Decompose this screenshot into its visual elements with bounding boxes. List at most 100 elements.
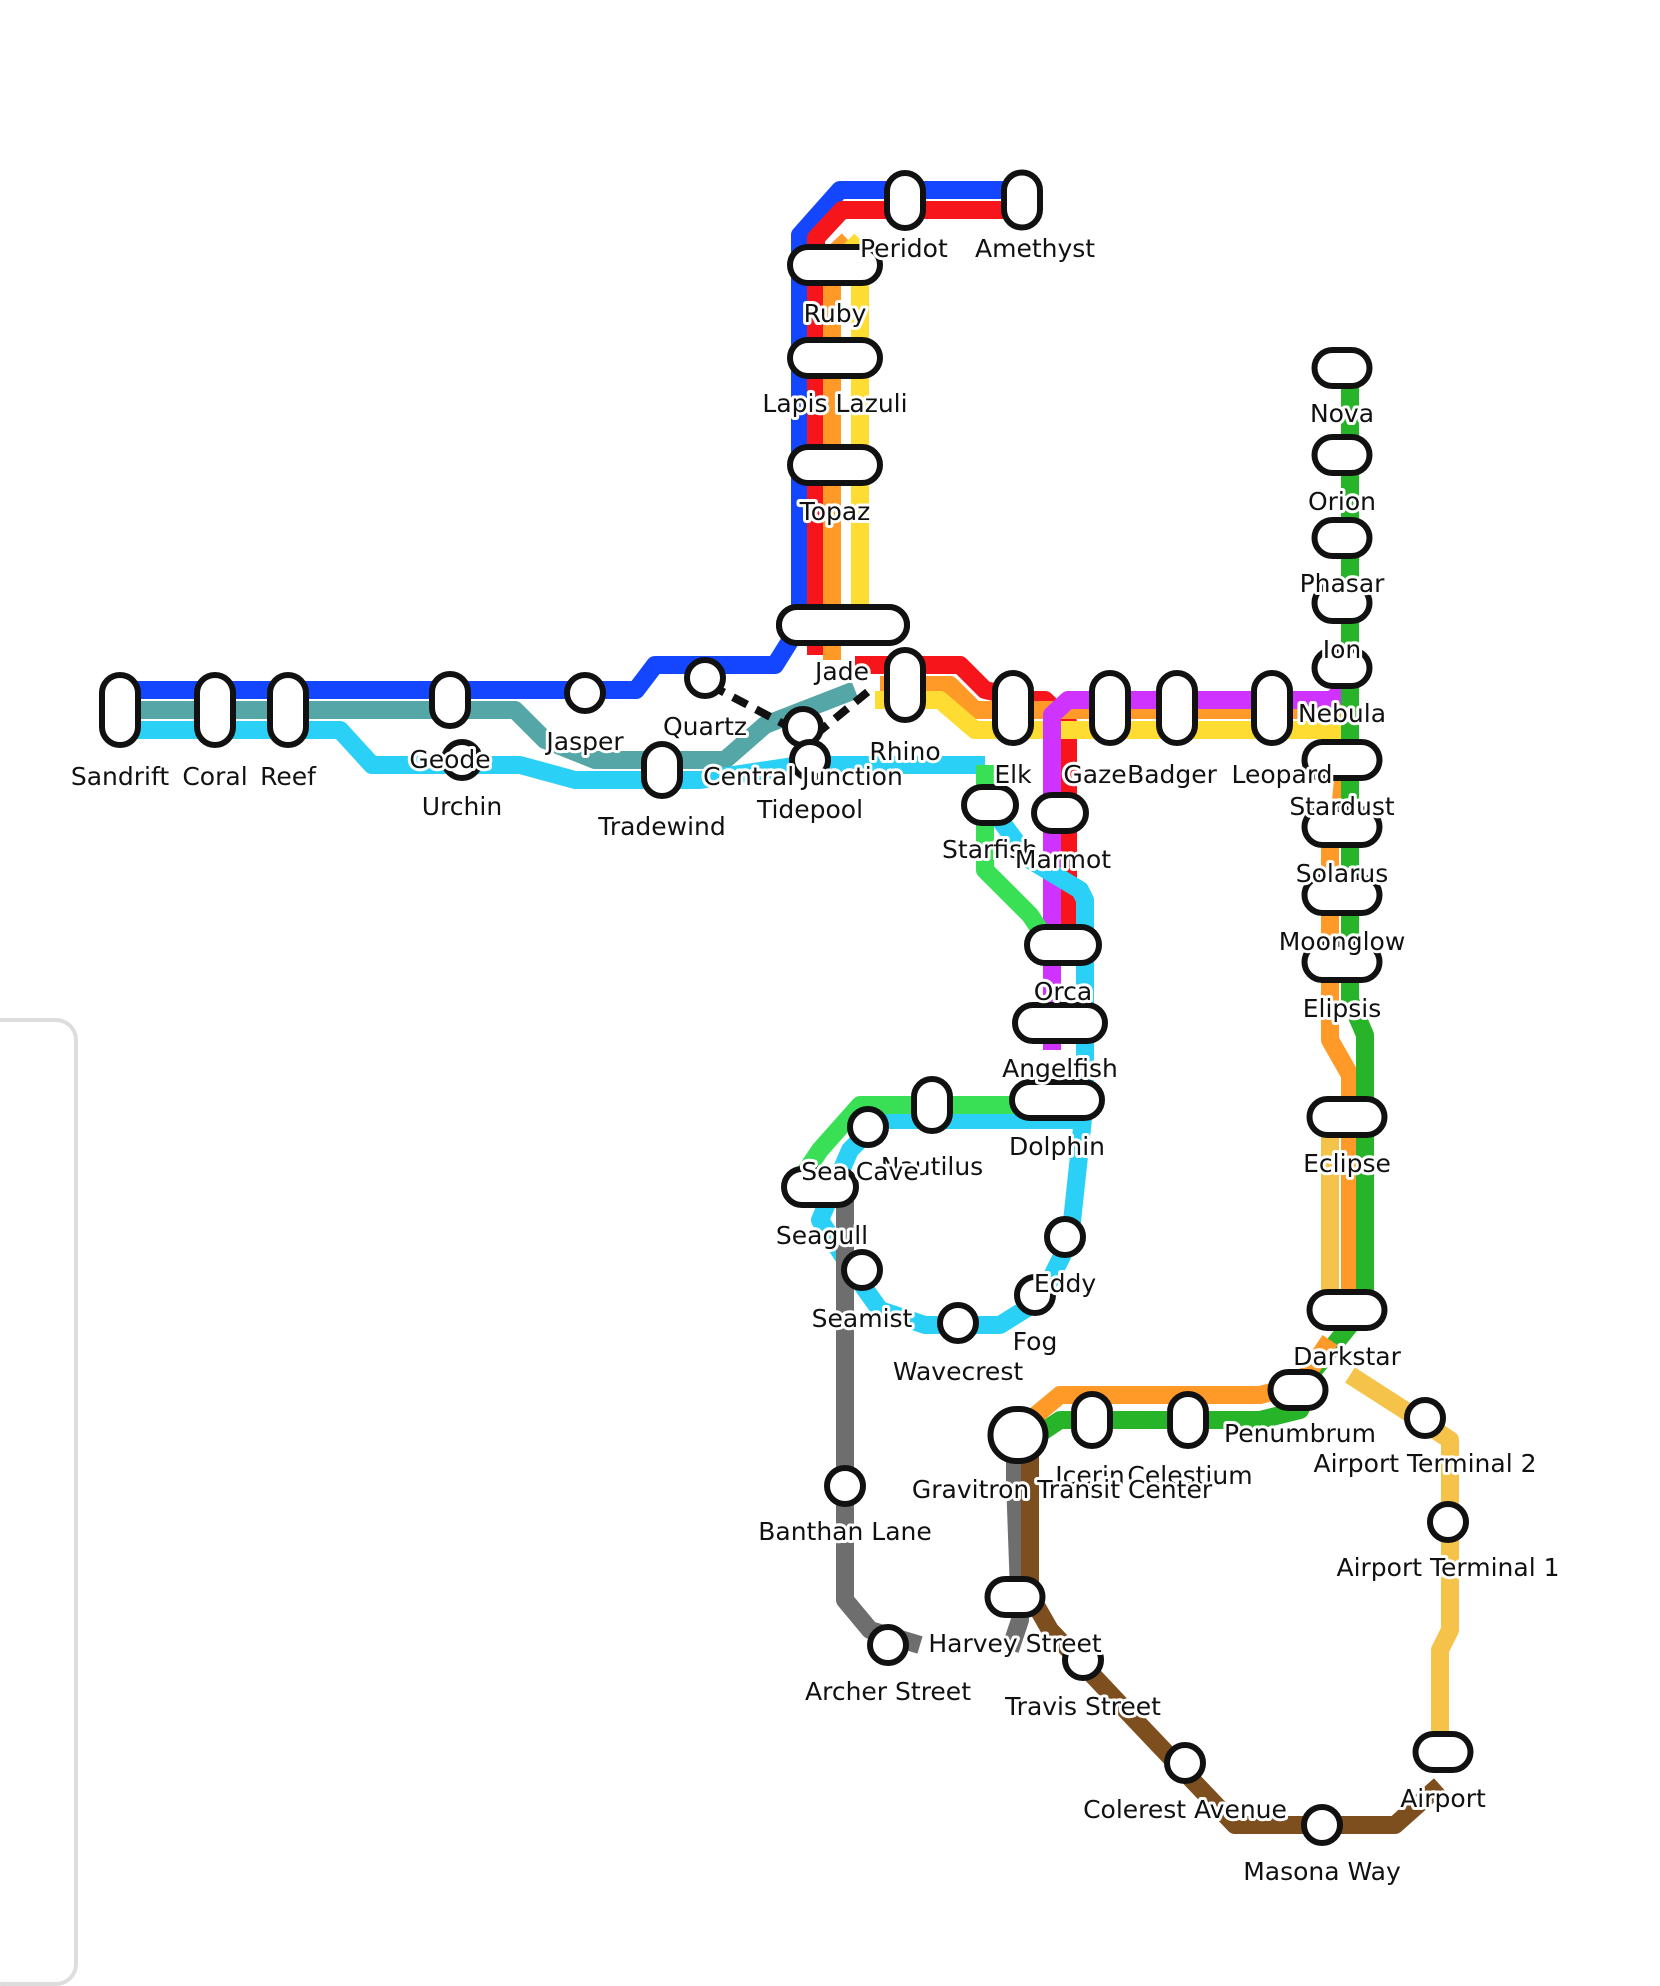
station-seagull[interactable]	[781, 1166, 859, 1208]
station-angelfish[interactable]	[1012, 1002, 1108, 1044]
station-airport-terminal-1[interactable]	[1427, 1501, 1469, 1543]
station-tidepool[interactable]	[789, 739, 831, 781]
station-label-starfish: Starfish	[942, 835, 1038, 864]
station-label-halo: Geode	[409, 745, 490, 774]
station-nova[interactable]	[1311, 347, 1373, 389]
station-coral[interactable]	[194, 672, 236, 748]
station-airport[interactable]	[1412, 1731, 1474, 1773]
station-label-lapis-lazuli: Lapis Lazuli	[762, 389, 907, 418]
station-icerin[interactable]	[1071, 1391, 1113, 1449]
station-airport-terminal-2[interactable]	[1404, 1397, 1446, 1439]
station-elipsis[interactable]	[1301, 941, 1383, 983]
station-wavecrest[interactable]	[937, 1302, 979, 1344]
station-gravitron-transit-center[interactable]	[987, 1406, 1049, 1464]
station-label-gravitron-transit-center: Gravitron Transit Center	[912, 1475, 1213, 1504]
station-label-halo: Nova	[1310, 399, 1374, 428]
station-label-dolphin: Dolphin	[1009, 1132, 1105, 1161]
station-label-fog: Fog	[1013, 1327, 1058, 1356]
station-fog[interactable]	[1014, 1274, 1056, 1316]
station-orion[interactable]	[1311, 434, 1373, 476]
station-label-seagull: Seagull	[776, 1221, 868, 1250]
station-orca[interactable]	[1024, 924, 1102, 966]
station-leopard[interactable]	[1251, 670, 1293, 746]
route-line-lightgreen	[792, 1096, 1085, 1185]
station-label-halo: Angelfish	[1002, 1054, 1118, 1083]
station-quartz[interactable]	[684, 657, 726, 699]
station-label-coral: Coral	[182, 762, 247, 791]
station-label-halo: Sandrift	[71, 762, 169, 791]
station-urchin[interactable]	[441, 739, 483, 781]
station-label-orca: Orca	[1034, 977, 1092, 1006]
station-geode[interactable]	[429, 671, 471, 729]
stations[interactable]	[99, 169, 1474, 1846]
station-ruby[interactable]	[787, 337, 883, 379]
station-darkstar[interactable]	[1306, 1289, 1388, 1331]
station-label-halo: Peridot	[860, 234, 948, 263]
station-label-ion: Ion	[1323, 635, 1362, 664]
station-marker[interactable]	[884, 170, 926, 231]
station-label-celestium: Celestium	[1127, 1461, 1252, 1490]
station-label-urchin: Urchin	[422, 792, 502, 821]
station-starfish[interactable]	[961, 784, 1019, 826]
station-label-halo: Amethyst	[975, 234, 1095, 263]
station-label-halo: Phasar	[1300, 569, 1386, 598]
station-central-junction[interactable]	[782, 706, 824, 748]
station-sandrift[interactable]	[99, 672, 141, 748]
station-eddy[interactable]	[1044, 1216, 1086, 1258]
station-jasper[interactable]	[564, 672, 606, 714]
station-celestium[interactable]	[1167, 1391, 1209, 1449]
station-solarus[interactable]	[1301, 806, 1383, 848]
station-label-halo: Celestium	[1127, 1461, 1252, 1490]
station-peridot[interactable]	[787, 244, 883, 286]
station-label-elipsis: Elipsis	[1303, 994, 1382, 1023]
station-ion[interactable]	[1311, 582, 1373, 624]
station-eclipse[interactable]	[1306, 1096, 1388, 1138]
station-dolphin[interactable]	[1009, 1079, 1105, 1121]
station-label-halo: Archer Street	[805, 1677, 971, 1706]
station-label-halo: Gaze	[1063, 760, 1126, 789]
station-label-tidepool: Tidepool	[756, 795, 863, 824]
station-gaze[interactable]	[1089, 670, 1131, 746]
station-amethyst[interactable]	[1001, 169, 1043, 231]
station-label-halo: Tradewind	[597, 812, 726, 841]
station-rhino[interactable]	[884, 647, 926, 723]
station-seamist[interactable]	[841, 1249, 883, 1291]
station-lapis-lazuli[interactable]	[787, 444, 883, 486]
station-sea-cave[interactable]	[847, 1106, 889, 1148]
station-marmot[interactable]	[1031, 792, 1089, 834]
route-lines	[130, 181, 1459, 1834]
station-colerest-avenue[interactable]	[1164, 1742, 1206, 1784]
station-phasar[interactable]	[1311, 517, 1373, 559]
station-label-sandrift: Sandrift	[71, 762, 169, 791]
station-travis-street[interactable]	[1062, 1639, 1104, 1681]
station-banthan-lane[interactable]	[824, 1465, 866, 1507]
station-label-ruby: Ruby	[804, 299, 867, 328]
station-penumbrum[interactable]	[1267, 1369, 1329, 1411]
station-label-sea-cave: Sea Cave	[801, 1157, 918, 1186]
station-nebula[interactable]	[1311, 647, 1373, 689]
station-jade[interactable]	[776, 604, 910, 646]
station-harvey-street[interactable]	[984, 1576, 1046, 1618]
station-label-jade: Jade	[813, 657, 869, 686]
station-label-halo: Starfish	[942, 835, 1038, 864]
station-masona-way[interactable]	[1301, 1804, 1343, 1846]
station-archer-street[interactable]	[867, 1624, 909, 1666]
station-label-peridot: Peridot	[860, 234, 948, 263]
station-label-halo: Fog	[1013, 1327, 1058, 1356]
station-label-halo: Nebula	[1298, 699, 1386, 728]
station-stardust[interactable]	[1301, 739, 1383, 781]
station-label-halo: Seamist	[812, 1304, 913, 1333]
station-moonglow[interactable]	[1301, 874, 1383, 916]
station-tradewind[interactable]	[641, 741, 683, 799]
station-elk[interactable]	[992, 670, 1034, 746]
station-nautilus[interactable]	[911, 1076, 953, 1134]
station-label-topaz: Topaz	[799, 497, 871, 526]
station-badger[interactable]	[1156, 670, 1198, 746]
station-label-halo: Lapis Lazuli	[762, 389, 907, 418]
station-reef[interactable]	[267, 672, 309, 748]
station-label-halo: Quartz	[663, 712, 747, 741]
station-label-halo: Eclipse	[1303, 1149, 1391, 1178]
station-label-reef: Reef	[260, 762, 317, 791]
station-label-halo: Airport Terminal 1	[1336, 1553, 1559, 1582]
